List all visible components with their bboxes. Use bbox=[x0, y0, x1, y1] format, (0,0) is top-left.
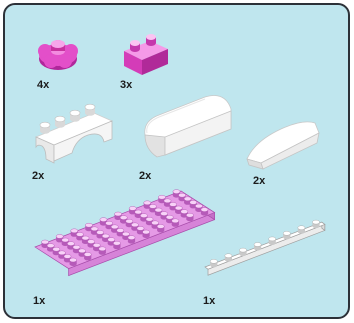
stud bbox=[157, 224, 164, 232]
quantity-label: 4x bbox=[37, 79, 49, 91]
parts-list-panel: 4x 3x 2x 2x bbox=[3, 3, 350, 319]
plate-1x8-part bbox=[201, 227, 337, 291]
curved-slope-part bbox=[139, 91, 239, 167]
stud bbox=[143, 230, 150, 238]
quantity-label: 3x bbox=[120, 79, 132, 91]
stud bbox=[84, 252, 91, 260]
stud bbox=[186, 213, 193, 221]
stud bbox=[225, 254, 232, 262]
stud bbox=[283, 231, 290, 239]
quantity-label: 2x bbox=[253, 175, 265, 187]
stud bbox=[312, 220, 319, 228]
curved-slope-small-part bbox=[241, 115, 325, 173]
stud bbox=[70, 258, 77, 266]
stud bbox=[239, 248, 246, 256]
stud bbox=[298, 226, 305, 234]
stud bbox=[201, 208, 208, 216]
quantity-label: 1x bbox=[33, 295, 45, 307]
stud bbox=[269, 237, 276, 245]
flower-plate-part bbox=[35, 35, 81, 75]
brick-part bbox=[120, 27, 172, 77]
stud bbox=[113, 241, 120, 249]
stud bbox=[254, 243, 261, 251]
plate-part bbox=[31, 181, 221, 289]
stud bbox=[210, 259, 217, 267]
stud bbox=[99, 247, 106, 255]
stud bbox=[128, 236, 135, 244]
arch-part bbox=[32, 101, 118, 167]
quantity-label: 1x bbox=[203, 295, 215, 307]
stud bbox=[172, 219, 179, 227]
